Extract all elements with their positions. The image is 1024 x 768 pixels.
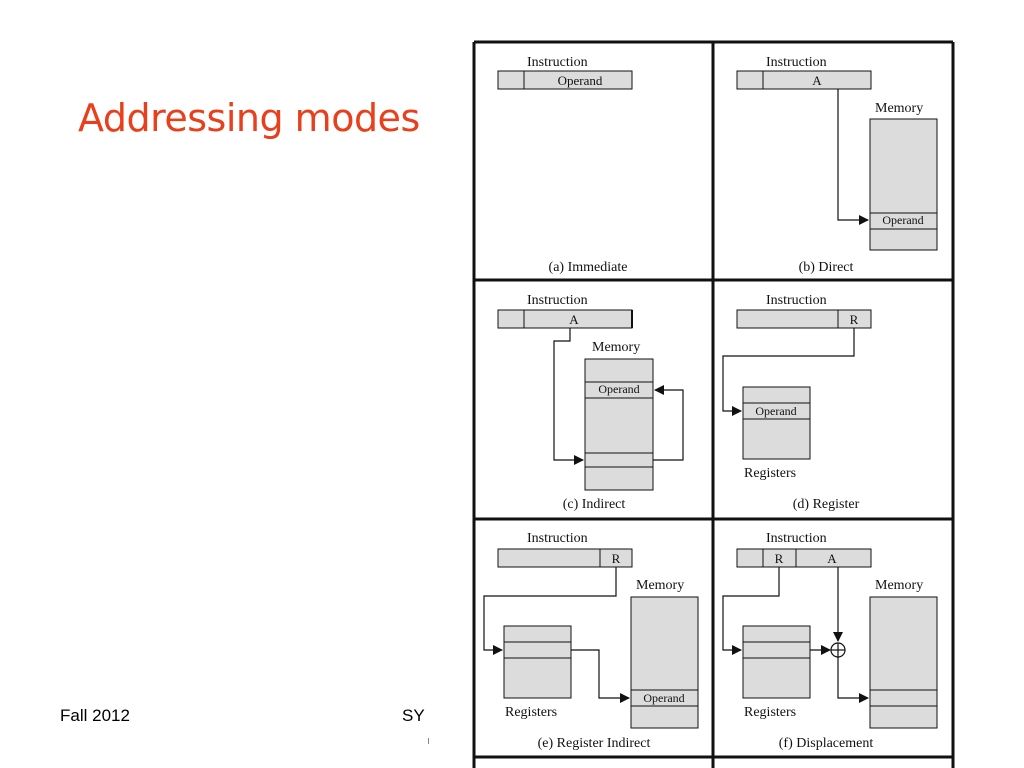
slide-title: Addressing modes	[78, 96, 420, 140]
address-field: A	[827, 551, 837, 566]
footer-divider	[428, 738, 429, 744]
panel-caption: (c) Indirect	[563, 497, 626, 512]
instruction-label: Instruction	[766, 531, 827, 546]
panel-register-indirect: Instruction R Memory Operand Registers (…	[483, 531, 699, 751]
memory-block	[584, 358, 654, 491]
address-field: A	[812, 73, 822, 88]
panel-caption: (a) Immediate	[549, 260, 628, 275]
footer-author: SY	[402, 706, 425, 725]
register-field: R	[612, 551, 621, 566]
operand-field: Operand	[558, 73, 603, 88]
panel-caption: (d) Register	[793, 497, 860, 512]
memory-block	[869, 596, 938, 729]
instruction-label: Instruction	[766, 293, 827, 308]
panel-displacement: Instruction R A Memory Registers (f) Dis…	[722, 531, 938, 751]
instruction-label: Instruction	[527, 531, 588, 546]
pointer-arrow	[653, 385, 684, 461]
registers-label: Registers	[505, 705, 557, 720]
instruction-label: Instruction	[766, 55, 827, 70]
instruction-register	[497, 548, 633, 568]
panel-register: Instruction R Operand Registers (d) Regi…	[722, 293, 872, 512]
memory-label: Memory	[875, 578, 923, 593]
register-field: R	[850, 312, 859, 327]
operand-cell: Operand	[755, 404, 796, 418]
register-file	[742, 625, 811, 699]
panel-indirect: Instruction A Memory Operand (c) Indirec…	[497, 293, 684, 512]
address-arrow	[837, 657, 869, 703]
register-field: R	[775, 551, 784, 566]
memory-block	[869, 118, 938, 251]
operand-cell: Operand	[643, 691, 684, 705]
register-file	[742, 386, 811, 460]
instruction-register	[497, 70, 633, 90]
footer-date: Fall 2012	[60, 706, 130, 725]
register-arrow	[483, 567, 617, 655]
instruction-register	[736, 70, 872, 90]
instruction-register	[736, 548, 872, 568]
registers-label: Registers	[744, 705, 796, 720]
register-arrow	[722, 567, 780, 655]
instruction-register	[497, 309, 633, 329]
panel-caption: (b) Direct	[799, 260, 854, 275]
address-arrow	[553, 328, 584, 465]
adder-icon	[830, 642, 846, 658]
panel-grid	[472, 40, 955, 768]
register-file	[503, 625, 572, 699]
instruction-label: Instruction	[527, 293, 588, 308]
pointer-arrow	[571, 649, 630, 703]
panel-direct: Instruction A Memory Operand (b) Direct	[736, 55, 938, 275]
memory-label: Memory	[875, 101, 923, 116]
instruction-label: Instruction	[527, 55, 588, 70]
register-arrow	[722, 328, 855, 416]
memory-block	[630, 596, 699, 729]
panel-immediate: Instruction Operand (a) Immediate	[497, 55, 633, 275]
memory-label: Memory	[636, 578, 684, 593]
operand-cell: Operand	[882, 213, 923, 227]
address-arrow	[837, 89, 869, 225]
registers-label: Registers	[744, 466, 796, 481]
operand-cell: Operand	[598, 382, 639, 396]
panel-caption: (f) Displacement	[779, 736, 874, 751]
panel-caption: (e) Register Indirect	[538, 736, 651, 751]
memory-label: Memory	[592, 340, 640, 355]
address-field: A	[569, 312, 579, 327]
